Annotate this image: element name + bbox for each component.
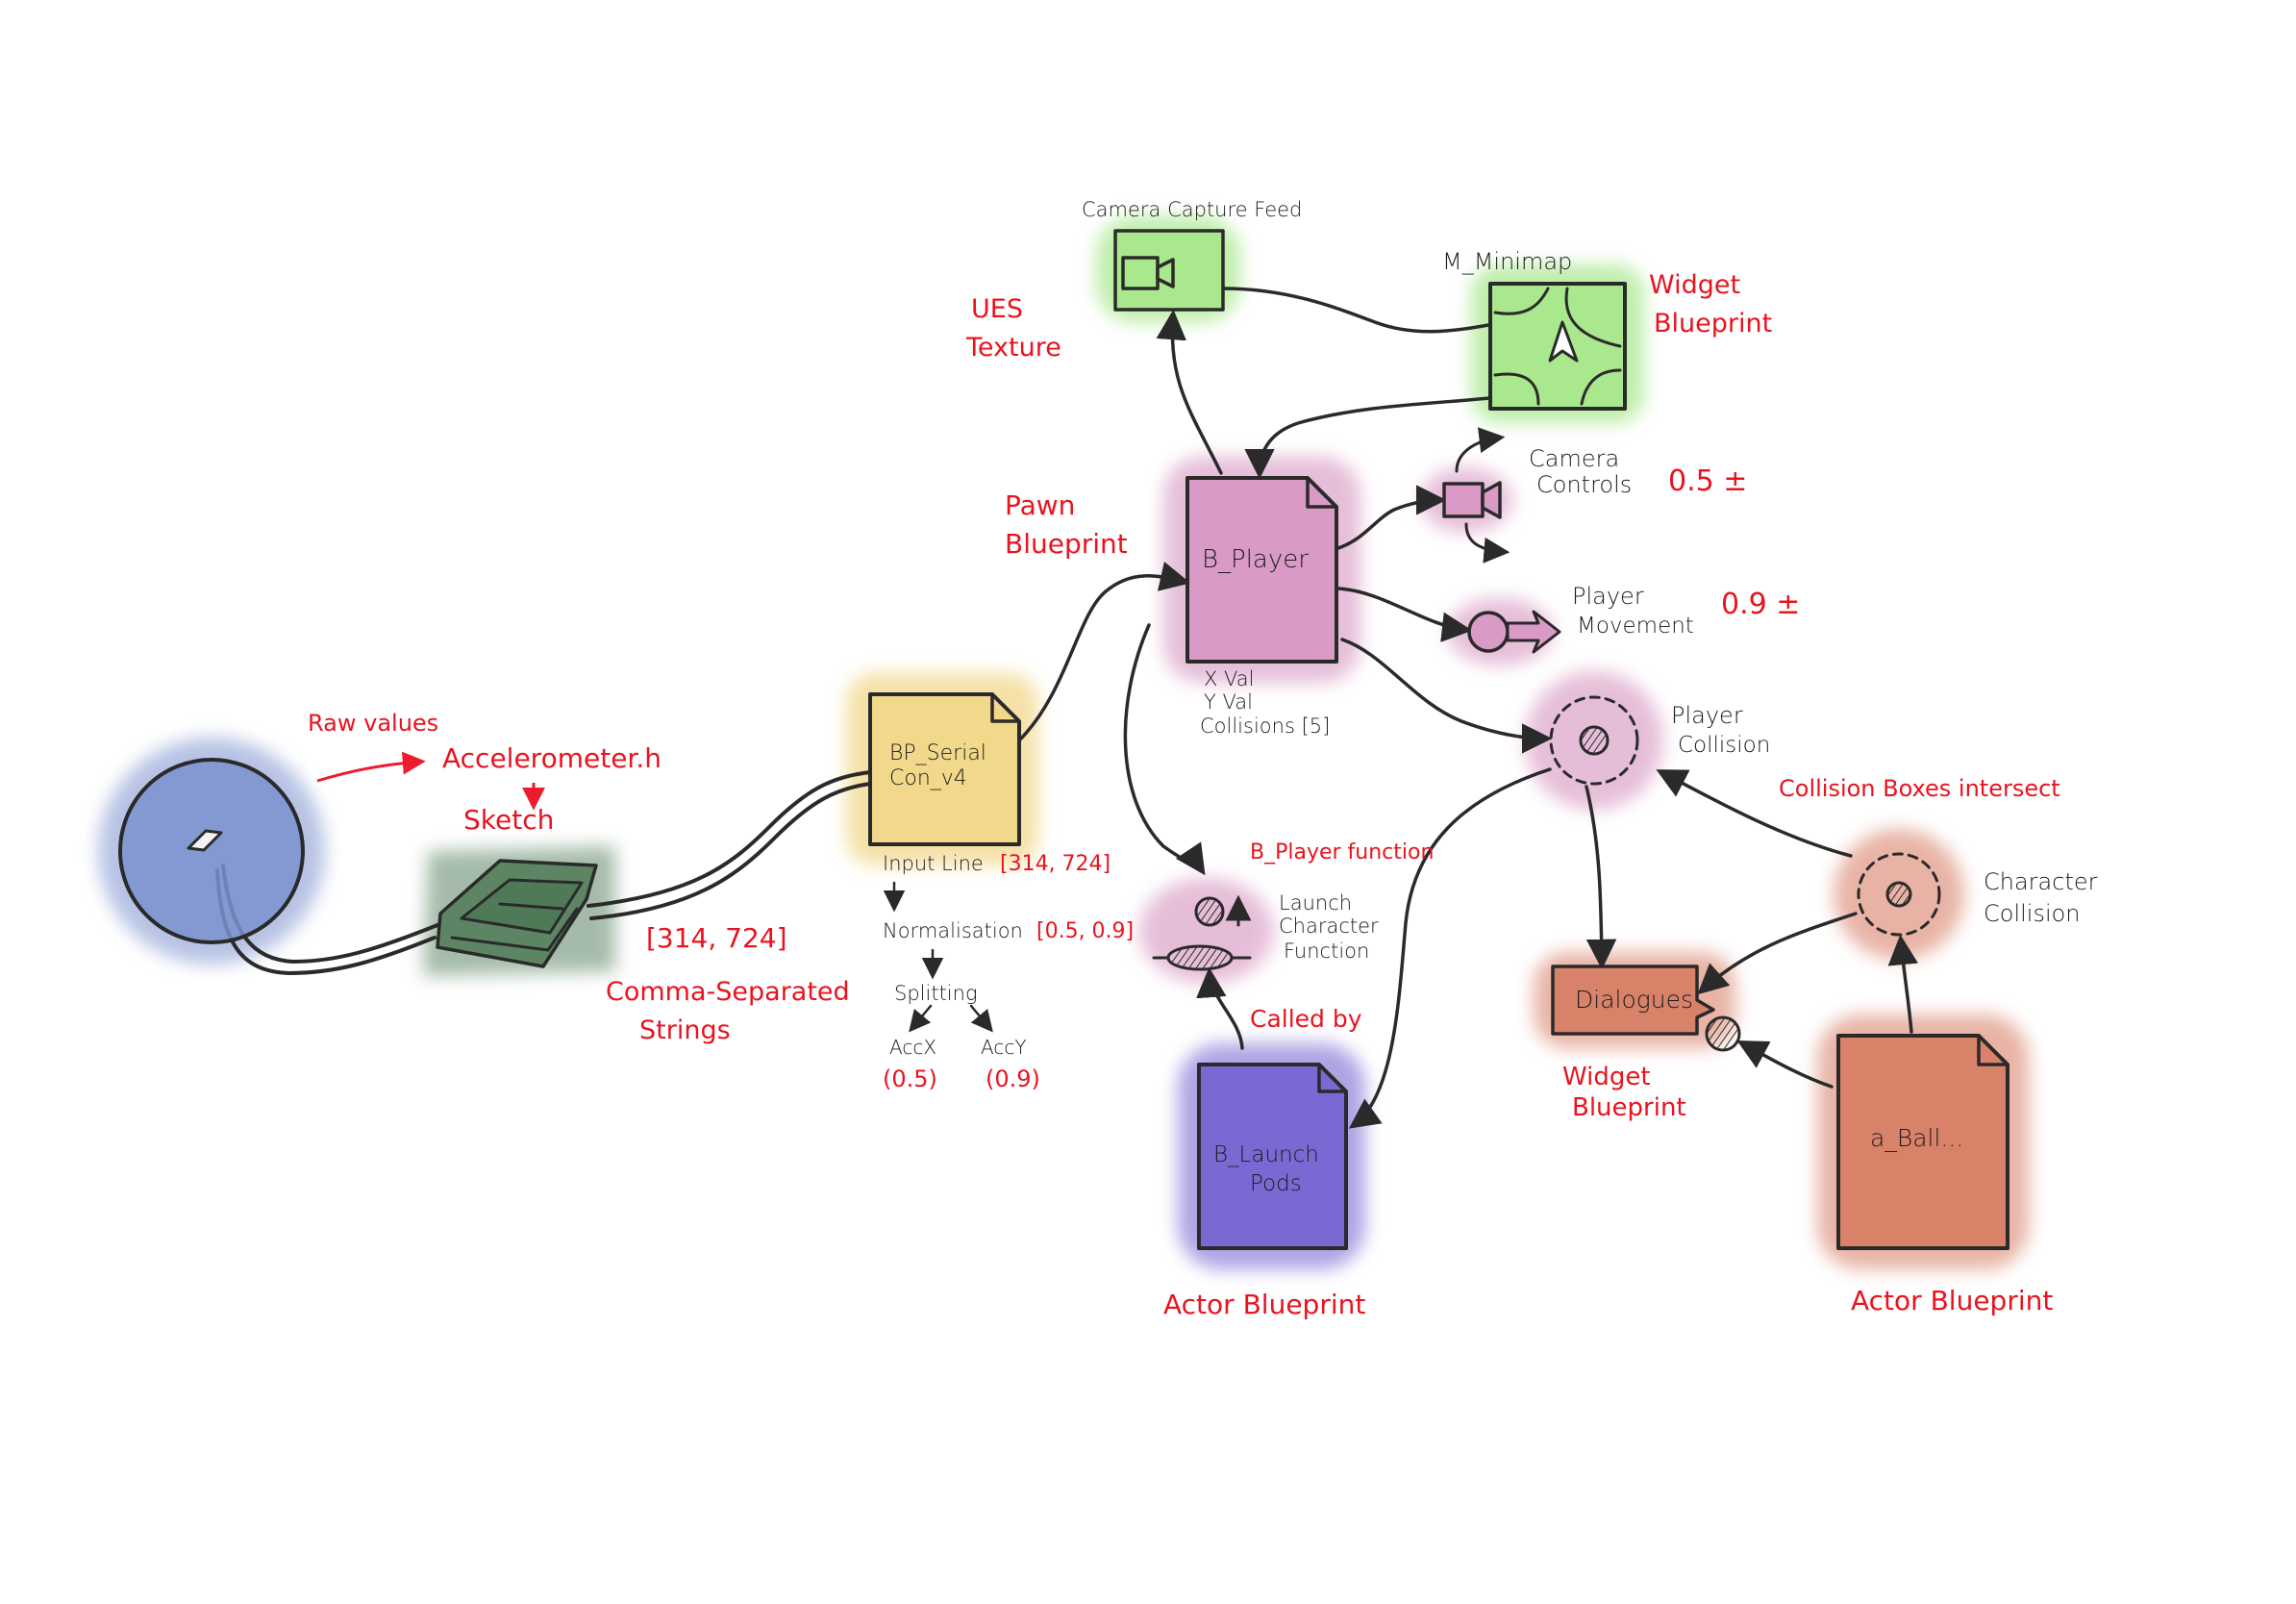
minimap-label: M_Minimap — [1442, 248, 1572, 275]
accx-label: AccX — [889, 1036, 936, 1059]
pawn-blueprint-label: Blueprint — [1005, 528, 1128, 560]
accelerometer-label: Accelerometer.h — [442, 742, 661, 774]
widget-blueprint-label-top: Blueprint — [1654, 309, 1772, 338]
b-player-title: B_Player — [1202, 545, 1309, 574]
bp-serial-title-1: BP_Serial — [889, 741, 986, 765]
launch-character-function-node: Launch Character Function B_Player funct… — [1152, 840, 1434, 1033]
player-collision-label-1: Player — [1671, 702, 1743, 729]
character-collision-label-2: Collision — [1984, 900, 2081, 927]
a-ball-doc: a_Ball... Actor Blueprint — [1836, 1034, 2053, 1316]
character-collision-node: Character Collision — [1857, 852, 2098, 937]
b-launch-title-1: B_Launch — [1213, 1142, 1319, 1167]
board-cable-2 — [589, 782, 872, 920]
strings-label: Strings — [639, 1015, 731, 1045]
movement-arrow-icon — [1506, 610, 1561, 654]
arrow-ball-to-character — [1887, 934, 1919, 1034]
accy-label: AccY — [981, 1036, 1027, 1059]
a-ball-title: a_Ball... — [1870, 1124, 1963, 1152]
camera-capture-feed-node: Camera Capture Feed UES Texture — [965, 198, 1302, 363]
accelerometer-sensor — [118, 758, 305, 944]
b-player-doc: B_Player X Val Y Val Collisions [5] Pawn… — [1005, 476, 1338, 738]
actor-blueprint-label-bottom: Actor Blueprint — [1163, 1289, 1365, 1320]
texture-label: Texture — [965, 333, 1061, 363]
accx-value: (0.5) — [883, 1065, 937, 1092]
input-line-value: [314, 724] — [1000, 852, 1111, 876]
bp-serial-doc: BP_Serial Con_v4 — [868, 692, 1021, 846]
arrow-serial-to-player — [1017, 562, 1191, 742]
arrow-launch-to-function — [1196, 966, 1244, 1050]
raw-values-label: Raw values — [308, 710, 438, 737]
dialogue-hook-icon — [1705, 1015, 1741, 1052]
collisions-label: Collisions [5] — [1200, 714, 1330, 738]
splitting-label: Splitting — [894, 982, 978, 1005]
launch-label-3: Function — [1284, 940, 1369, 963]
b-launch-pods-doc: B_Launch Pods Actor Blueprint — [1163, 1063, 1365, 1320]
arrow-collision-to-launch — [1348, 767, 1552, 1129]
player-collision-label-2: Collision — [1678, 733, 1770, 758]
normalisation-value: [0.5, 0.9] — [1036, 919, 1134, 943]
collision-icon — [1885, 881, 1912, 908]
player-movement-label-2: Movement — [1577, 614, 1694, 639]
camera-icon — [1121, 256, 1160, 290]
board-cable-1 — [586, 770, 872, 908]
curve-camera-to-minimap — [1221, 287, 1490, 334]
arduino-board — [436, 859, 598, 968]
arrow-ball-to-dialogue-hook — [1736, 1040, 1834, 1089]
bp-serial-title-2: Con_v4 — [889, 766, 967, 790]
minimap-node: M_Minimap Widget Blueprint — [1442, 248, 1772, 411]
player-movement-label-1: Player — [1572, 583, 1644, 610]
pawn-label: Pawn — [1005, 489, 1075, 521]
camera-controls-label-2: Controls — [1536, 471, 1632, 498]
collision-boxes-label: Collision Boxes intersect — [1779, 775, 2060, 802]
normalisation-label: Normalisation — [883, 919, 1023, 942]
camera-controls-value: 0.5 ± — [1668, 464, 1747, 498]
collision-icon — [1579, 725, 1610, 756]
comma-separated-label: Comma-Separated — [606, 977, 850, 1007]
widget-blueprint-label-bottom: Blueprint — [1572, 1093, 1686, 1122]
yval-label: Y Val — [1204, 690, 1253, 714]
navigation-arrow-icon — [1548, 320, 1579, 363]
character-collision-label-1: Character — [1984, 868, 2098, 895]
launch-label-1: Launch — [1279, 891, 1352, 915]
camera-capture-feed-label: Camera Capture Feed — [1082, 198, 1302, 221]
dialogues-label: Dialogues — [1575, 986, 1693, 1014]
function-icon — [1194, 896, 1225, 927]
arrow-character-to-dialogues — [1697, 912, 1858, 995]
dialogues-node: Dialogues Widget Blueprint — [1551, 965, 1741, 1122]
called-by-label: Called by — [1250, 1005, 1362, 1033]
player-movement-node: Player Movement 0.9 ± — [1467, 583, 1800, 654]
sketch-label: Sketch — [463, 804, 554, 836]
left-annotations: Raw values Accelerometer.h Sketch [314, … — [308, 710, 850, 1045]
b-player-function-label: B_Player function — [1250, 840, 1434, 865]
widget-label-top: Widget — [1649, 270, 1740, 300]
actor-blueprint-label-right: Actor Blueprint — [1851, 1285, 2053, 1316]
coords-label: [314, 724] — [646, 922, 787, 954]
player-movement-value: 0.9 ± — [1721, 588, 1800, 621]
arrow-player-to-function — [1123, 623, 1206, 876]
arrow-player-to-camera — [1156, 309, 1223, 475]
accy-value: (0.9) — [986, 1065, 1040, 1092]
camera-icon — [1442, 482, 1485, 518]
player-collision-node: Player Collision — [1549, 695, 1770, 786]
camera-controls-node: Camera Controls 0.5 ± — [1442, 427, 1747, 564]
camera-controls-label-1: Camera — [1529, 445, 1619, 472]
arrow-player-to-collision — [1340, 638, 1553, 754]
processing-list: Input Line [314, 724] Normalisation [0.5… — [883, 852, 1134, 1092]
ues-label: UES — [971, 294, 1023, 324]
input-line-label: Input Line — [883, 852, 984, 875]
xval-label: X Val — [1204, 667, 1255, 690]
widget-label-bottom: Widget — [1562, 1063, 1651, 1091]
b-launch-title-2: Pods — [1250, 1171, 1302, 1196]
launch-label-2: Character — [1279, 915, 1379, 938]
sensor-chip-icon — [187, 829, 223, 852]
arrow-character-to-player-collision — [1656, 769, 1853, 858]
arrow-player-to-camera-controls — [1336, 485, 1447, 550]
arrow-player-collision-to-dialogues — [1585, 785, 1617, 970]
arrow-minimap-to-player — [1244, 394, 1510, 480]
arrow-player-to-movement — [1336, 587, 1473, 642]
